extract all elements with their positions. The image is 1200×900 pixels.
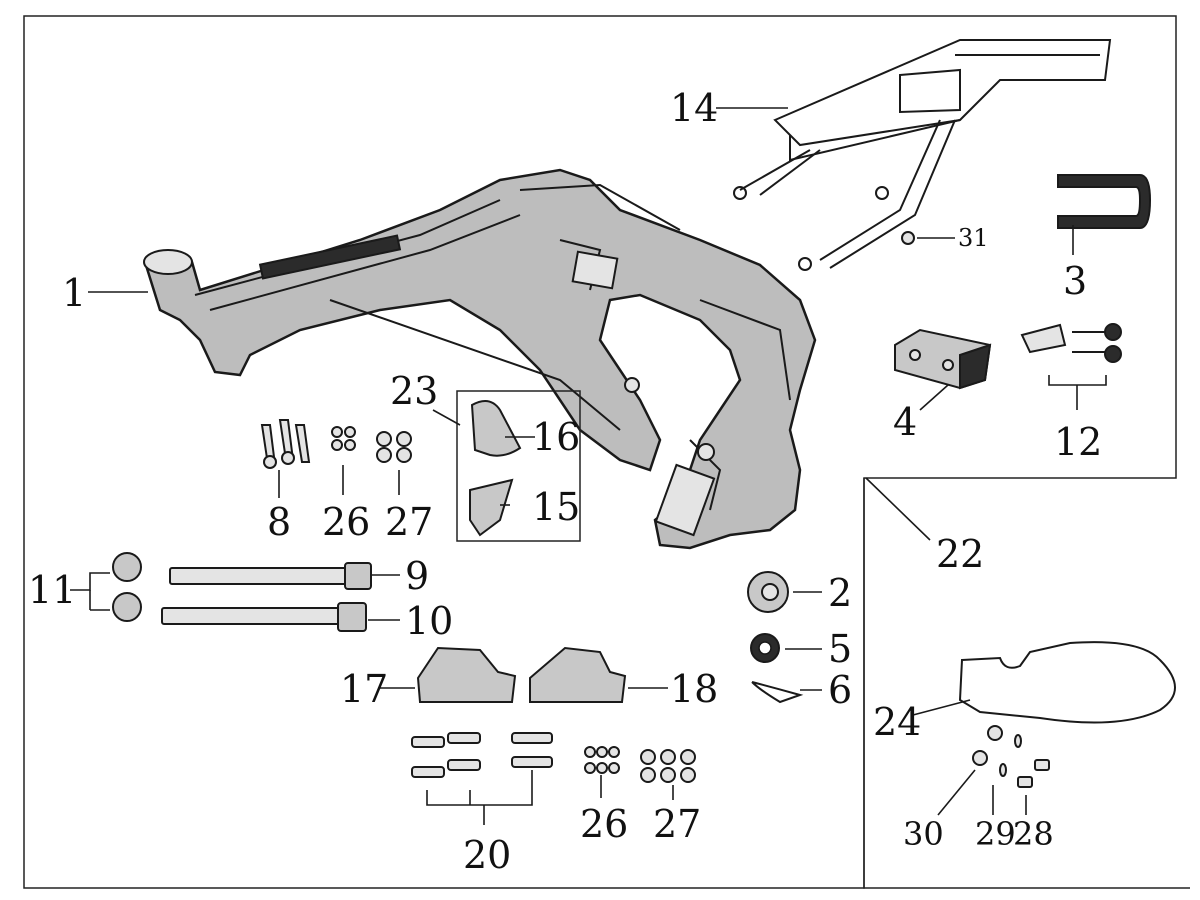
callout-26-lower: 26 xyxy=(580,802,629,846)
callout-23: 23 xyxy=(390,369,439,413)
callout-31: 31 xyxy=(958,224,989,252)
callout-17: 17 xyxy=(340,667,389,711)
washers-27-lower xyxy=(640,749,696,783)
plate-15 xyxy=(469,478,514,537)
clip-6 xyxy=(751,681,804,704)
box-23 xyxy=(456,390,581,542)
long-bolt-10 xyxy=(161,602,367,632)
washers-26-upper xyxy=(331,426,356,451)
rubber-block-4 xyxy=(894,328,992,390)
bolts-8 xyxy=(260,419,311,469)
grommet-2-core xyxy=(761,583,779,601)
callout-20: 20 xyxy=(463,833,512,877)
nuts-30 xyxy=(972,725,1003,766)
callout-12: 12 xyxy=(1054,420,1103,464)
callout-2: 2 xyxy=(828,571,853,615)
rear-subframe xyxy=(733,39,1112,271)
callout-3: 3 xyxy=(1063,259,1088,303)
bolts-28 xyxy=(1017,759,1050,788)
callout-30: 30 xyxy=(903,815,944,853)
callout-28: 28 xyxy=(1013,815,1054,853)
callout-18: 18 xyxy=(670,667,719,711)
callout-10: 10 xyxy=(405,599,454,643)
callout-16: 16 xyxy=(532,415,581,459)
callout-22: 22 xyxy=(936,532,985,576)
callout-24: 24 xyxy=(873,700,922,744)
nut-11a xyxy=(112,552,142,582)
callout-8: 8 xyxy=(267,500,292,544)
leader-lines xyxy=(70,107,1107,825)
bolts-12 xyxy=(1020,323,1122,363)
callout-6: 6 xyxy=(828,668,853,712)
callout-27-lower: 27 xyxy=(653,802,702,846)
callout-4: 4 xyxy=(893,400,918,444)
nut-11b xyxy=(112,592,142,622)
callout-1: 1 xyxy=(62,271,87,315)
callout-9: 9 xyxy=(405,554,430,598)
callout-27-upper: 27 xyxy=(385,500,434,544)
callout-26-upper: 26 xyxy=(322,500,371,544)
washers-26-lower xyxy=(584,746,620,774)
callout-5: 5 xyxy=(828,627,853,671)
callout-15: 15 xyxy=(532,485,581,529)
nut-31 xyxy=(901,231,915,245)
chain-guard-24 xyxy=(958,641,1176,724)
plate-16 xyxy=(470,400,522,457)
bolts-20 xyxy=(411,732,553,778)
washers-29 xyxy=(999,734,1022,777)
washers-27-upper xyxy=(376,431,412,463)
bracket-17 xyxy=(416,646,517,703)
main-frame xyxy=(143,168,817,550)
callout-29: 29 xyxy=(975,815,1016,853)
callout-14: 14 xyxy=(670,86,719,130)
subpanel-22-border xyxy=(863,478,1190,889)
rubber-strap-3 xyxy=(1057,174,1152,229)
long-bolt-9 xyxy=(169,562,372,590)
callout-11: 11 xyxy=(28,568,77,612)
bracket-18 xyxy=(529,646,627,703)
